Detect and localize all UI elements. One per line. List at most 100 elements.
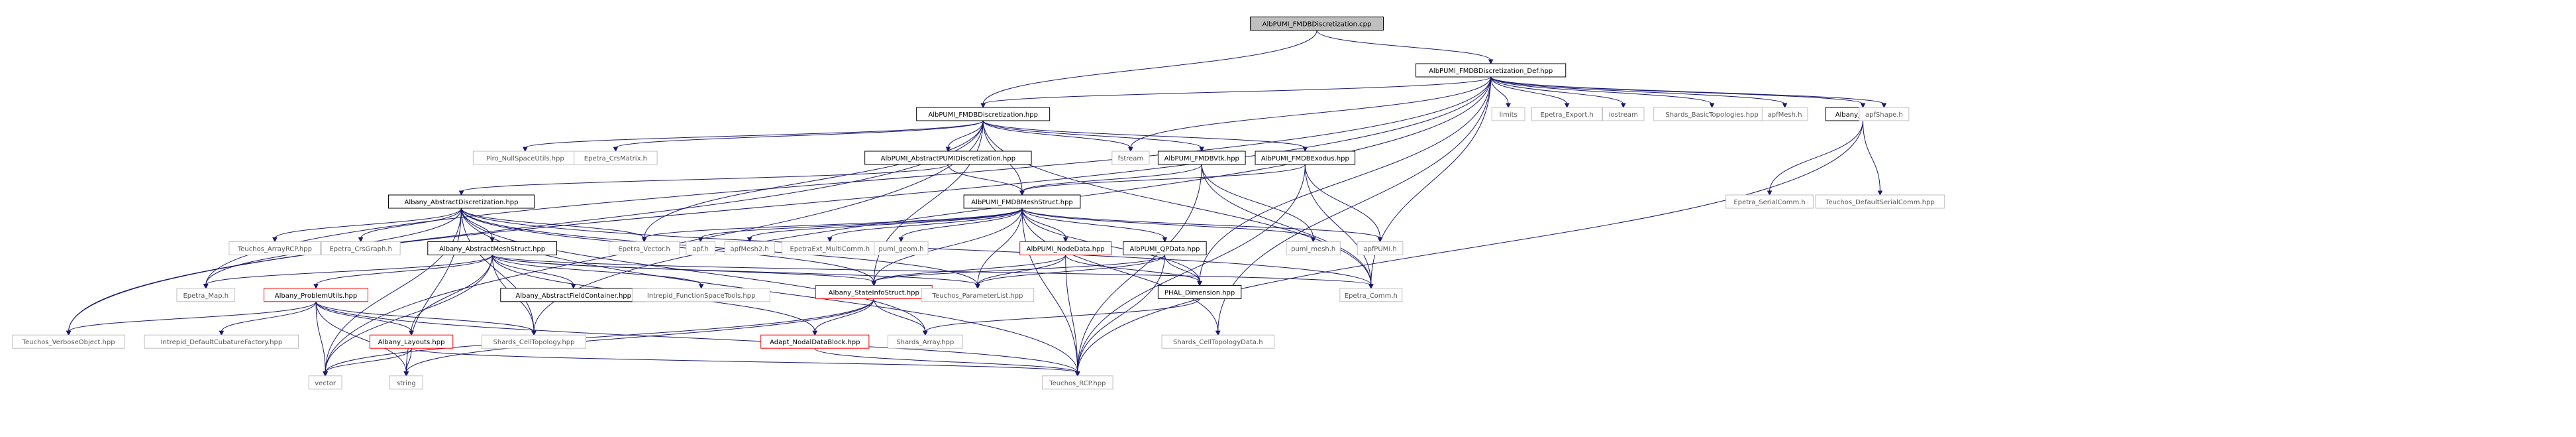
node-box bbox=[176, 288, 236, 302]
node-albpumi-fmdbdiscretization-def-hpp[interactable]: AlbPUMI_FMDBDiscretization_Def.hpp bbox=[1416, 63, 1567, 78]
node-label: Epetra_CrsGraph.h bbox=[329, 245, 391, 253]
node-phal-dimension-hpp[interactable]: PHAL_Dimension.hpp bbox=[1157, 284, 1242, 299]
node-teuchos-defaultserialcomm-hpp: Teuchos_DefaultSerialComm.hpp bbox=[1815, 194, 1945, 209]
node-epetra-comm-h: Epetra_Comm.h bbox=[1339, 288, 1403, 302]
node-apfmesh-h: apfMesh.h bbox=[1761, 107, 1808, 121]
node-label: Epetra_SerialComm.h bbox=[1733, 199, 1805, 206]
node-limits: limits bbox=[1491, 107, 1525, 121]
edge-n1-n41 bbox=[1368, 76, 1492, 289]
node-epetra-map-h: Epetra_Map.h bbox=[176, 288, 236, 302]
node-albany-stateinfostruct-hpp[interactable]: Albany_StateInfoStruct.hpp bbox=[815, 284, 933, 299]
node-box bbox=[1123, 241, 1207, 255]
node-albpumi-fmdbdiscretization-hpp[interactable]: AlbPUMI_FMDBDiscretization.hpp bbox=[916, 107, 1051, 121]
nodes-layer: AlbPUMI_FMDBDiscretization.cppAlbPUMI_FM… bbox=[12, 17, 1945, 390]
edge-n9-n28 bbox=[1862, 120, 1883, 196]
node-shards-array-hpp: Shards_Array.hpp bbox=[887, 334, 963, 349]
node-string: string bbox=[389, 375, 423, 390]
node-box bbox=[1726, 194, 1814, 209]
edge-n6-n41 bbox=[1201, 164, 1374, 289]
node-albpumi-fmdbdiscretization-cpp[interactable]: AlbPUMI_FMDBDiscretization.cpp bbox=[1250, 17, 1384, 31]
node-label: pumi_mesh.h bbox=[1291, 245, 1335, 253]
node-albpumi-fmdbmeshstruct-hpp[interactable]: AlbPUMI_FMDBMeshStruct.hpp bbox=[963, 194, 1081, 209]
edge-n2-n7 bbox=[982, 120, 1308, 153]
node-albpumi-qpdata-hpp[interactable]: AlbPUMI_QPData.hpp bbox=[1123, 241, 1207, 255]
node-box bbox=[1019, 241, 1112, 255]
node-albany-layouts-hpp[interactable]: Albany_Layouts.hpp bbox=[369, 334, 454, 349]
node-albany-abstractdiscretization-hpp[interactable]: Albany_AbstractDiscretization.hpp bbox=[388, 194, 535, 209]
edge-n9-n27 bbox=[1767, 120, 1863, 196]
edge-n6-n8 bbox=[1019, 164, 1202, 196]
node-label: vector bbox=[315, 380, 336, 387]
edge-n8-n31 bbox=[641, 208, 1023, 243]
node-label: Albany_AbstractFieldContainer.hpp bbox=[515, 292, 631, 300]
node-box bbox=[1255, 151, 1356, 165]
node-albpumi-fmdbexodus-hpp[interactable]: AlbPUMI_FMDBExodus.hpp bbox=[1255, 151, 1356, 165]
node-label: Epetra_Map.h bbox=[183, 292, 229, 300]
edge-n11-n13 bbox=[871, 254, 1165, 286]
edge-n8-n10 bbox=[1021, 208, 1068, 243]
node-label: fstream bbox=[1118, 155, 1144, 162]
node-label: Teuchos_DefaultSerialComm.hpp bbox=[1825, 199, 1935, 206]
node-albpumi-nodedata-hpp[interactable]: AlbPUMI_NodeData.hpp bbox=[1019, 241, 1112, 255]
edge-n3-n8 bbox=[947, 164, 1025, 196]
node-adapt-nodaldatablock-hpp[interactable]: Adapt_NodalDataBlock.hpp bbox=[760, 334, 870, 349]
node-label: Adapt_NodalDataBlock.hpp bbox=[770, 339, 860, 346]
edge-n1-n22 bbox=[1490, 76, 1570, 109]
node-box bbox=[388, 194, 535, 209]
node-shards-basictopologies-hpp: Shards_BasicTopologies.hpp bbox=[1653, 107, 1771, 121]
edge-n15-n49 bbox=[814, 347, 1080, 377]
edge-n5-n17 bbox=[491, 255, 576, 289]
node-epetra-crsmatrix-h: Epetra_CrsMatrix.h bbox=[574, 151, 658, 165]
node-albany-abstractmeshstruct-hpp[interactable]: Albany_AbstractMeshStruct.hpp bbox=[427, 241, 557, 255]
node-box bbox=[1531, 107, 1603, 121]
edge-n8-n34 bbox=[827, 208, 1023, 243]
node-piro-nullspaceutils-hpp: Piro_NullSpaceUtils.hpp bbox=[472, 151, 578, 165]
node-epetra-crsgraph-h: Epetra_CrsGraph.h bbox=[321, 241, 401, 255]
node-albpumi-abstractpumidiscretization-hpp[interactable]: AlbPUMI_AbstractPUMIDiscretization.hpp bbox=[864, 151, 1032, 165]
edge-n1-n24 bbox=[1490, 76, 1715, 109]
edge-n1-n9 bbox=[1490, 76, 1866, 109]
edge-n3-n4 bbox=[458, 164, 949, 196]
node-fstream: fstream bbox=[1111, 151, 1150, 165]
node-intrepid-functionspacetools-hpp: Intrepid_FunctionSpaceTools.hpp bbox=[632, 288, 770, 302]
node-albany-abstractfieldcontainer-hpp[interactable]: Albany_AbstractFieldContainer.hpp bbox=[500, 288, 647, 302]
node-apfmesh2-h: apfMesh2.h bbox=[724, 241, 775, 255]
node-label: apfShape.h bbox=[1865, 111, 1903, 119]
node-label: Intrepid_DefaultCubatureFactory.hpp bbox=[160, 339, 282, 346]
node-box bbox=[1339, 288, 1403, 302]
node-label: Piro_NullSpaceUtils.hpp bbox=[486, 155, 564, 162]
node-box bbox=[229, 241, 321, 255]
node-box bbox=[427, 241, 557, 255]
edge-n12-n42 bbox=[66, 301, 317, 336]
node-label: apf.h bbox=[692, 245, 709, 253]
node-teuchos-arrayrcp-hpp: Teuchos_ArrayRCP.hpp bbox=[229, 241, 321, 255]
node-pumi-mesh-h: pumi_mesh.h bbox=[1286, 241, 1341, 255]
node-box bbox=[1111, 151, 1150, 165]
node-box bbox=[1161, 334, 1275, 349]
node-box bbox=[389, 375, 423, 390]
node-label: Teuchos_ParameterList.hpp bbox=[932, 292, 1023, 300]
edge-n11-n40 bbox=[975, 255, 1165, 289]
node-albany-problemutils-hpp[interactable]: Albany_ProblemUtils.hpp bbox=[264, 288, 368, 302]
edge-n8-n36 bbox=[1021, 208, 1316, 243]
node-iostream: iostream bbox=[1602, 107, 1645, 121]
node-epetra-export-h: Epetra_Export.h bbox=[1531, 107, 1603, 121]
node-epetra-vector-h: Epetra_Vector.h bbox=[608, 241, 680, 255]
edge-n0-n1 bbox=[1316, 30, 1494, 65]
node-label: Shards_BasicTopologies.hpp bbox=[1665, 111, 1758, 119]
node-box bbox=[921, 288, 1035, 302]
node-box bbox=[144, 334, 299, 349]
edge-n4-n44 bbox=[461, 208, 537, 336]
node-label: EpetraExt_MultiComm.h bbox=[790, 245, 870, 253]
node-box bbox=[1157, 284, 1242, 299]
node-apfshape-h: apfShape.h bbox=[1859, 107, 1910, 121]
node-albpumi-fmdbvtk-hpp[interactable]: AlbPUMI_FMDBVtk.hpp bbox=[1157, 151, 1246, 165]
node-intrepid-defaultcubaturefactory-hpp: Intrepid_DefaultCubatureFactory.hpp bbox=[144, 334, 299, 349]
edge-n1-n25 bbox=[1490, 76, 1788, 109]
node-label: AlbPUMI_FMDBDiscretization.hpp bbox=[928, 111, 1038, 119]
node-label: PHAL_Dimension.hpp bbox=[1164, 289, 1235, 296]
node-box bbox=[369, 334, 454, 349]
edge-n13-n15 bbox=[812, 298, 874, 336]
edge-n4-n45 bbox=[461, 208, 928, 336]
edge-n13-n45 bbox=[873, 298, 928, 336]
